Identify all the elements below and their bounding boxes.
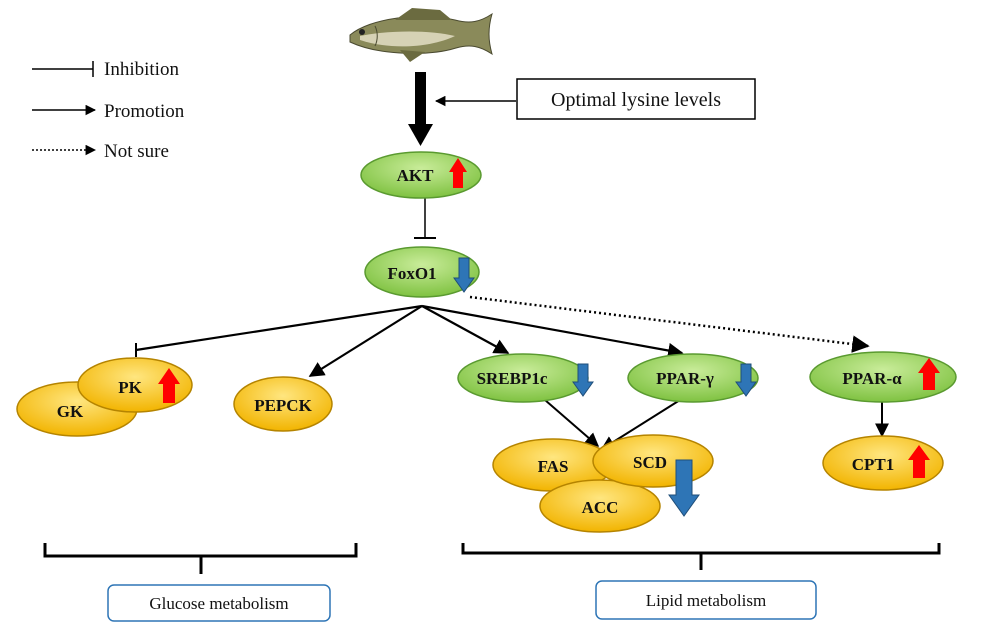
down-arrow-icon: [668, 459, 700, 517]
down-arrow-icon: [572, 363, 594, 397]
input-label: Optimal lysine levels: [551, 89, 721, 111]
scd-label: SCD: [633, 453, 667, 472]
foxo1-label: FoxO1: [387, 264, 436, 283]
down-arrow-icon: [735, 363, 757, 397]
up-arrow-icon: [918, 358, 940, 390]
srebp1c-to-lipogenesis: [544, 399, 600, 447]
akt-label: AKT: [397, 166, 435, 185]
glucose-bracket: [43, 543, 358, 574]
node-akt: AKT: [360, 151, 482, 199]
pepck-label: PEPCK: [254, 396, 312, 415]
node-pepck: PEPCK: [233, 376, 333, 432]
fas-label: FAS: [538, 457, 569, 476]
node-srebp1c: SREBP1c: [457, 353, 594, 403]
glucose-metabolism-box: [107, 584, 331, 622]
ppar-alpha-label: PPAR-α: [842, 369, 902, 388]
cpt1-label: CPT1: [852, 455, 895, 474]
foxo1-inhibits-pk: [135, 304, 423, 352]
pk-label: PK: [118, 378, 142, 397]
lipid-metabolism-label: Lipid metabolism: [646, 591, 766, 610]
glucose-metabolism-label: Glucose metabolism: [149, 594, 288, 613]
fish-to-akt-arrow: [408, 72, 433, 146]
legend-promotion-label: Promotion: [104, 101, 185, 122]
foxo1-not-sure-ppar-alpha: [469, 295, 870, 353]
node-cpt1: CPT1: [822, 435, 944, 491]
ppar-gamma-label: PPAR-γ: [656, 369, 714, 388]
foxo1-promotes-pepck: [308, 305, 423, 377]
srebp1c-label: SREBP1c: [477, 369, 548, 388]
legend-not-sure-label: Not sure: [104, 141, 169, 162]
node-ppar-alpha: PPAR-α: [809, 351, 957, 403]
foxo1-promotes-ppar-gamma: [421, 304, 684, 359]
lipid-bracket: [461, 543, 941, 570]
legend: Inhibition Promotion Not sure: [32, 59, 185, 162]
acc-label: ACC: [582, 498, 619, 517]
node-ppar-gamma: PPAR-γ: [627, 353, 759, 403]
fish-icon: [349, 8, 493, 62]
input-box: [516, 78, 756, 120]
node-foxo1: FoxO1: [364, 246, 480, 298]
node-pk: PK: [77, 357, 193, 413]
legend-inhibition-label: Inhibition: [104, 59, 179, 80]
node-acc: ACC: [539, 479, 661, 533]
up-arrow-icon: [908, 445, 930, 478]
foxo1-promotes-srebp1c: [421, 305, 510, 354]
lipid-metabolism-box: [595, 580, 817, 620]
up-arrow-icon: [158, 368, 180, 403]
gk-label: GK: [57, 402, 84, 421]
node-scd: SCD: [592, 434, 714, 488]
down-arrow-icon: [453, 257, 475, 293]
up-arrow-icon: [449, 158, 467, 188]
